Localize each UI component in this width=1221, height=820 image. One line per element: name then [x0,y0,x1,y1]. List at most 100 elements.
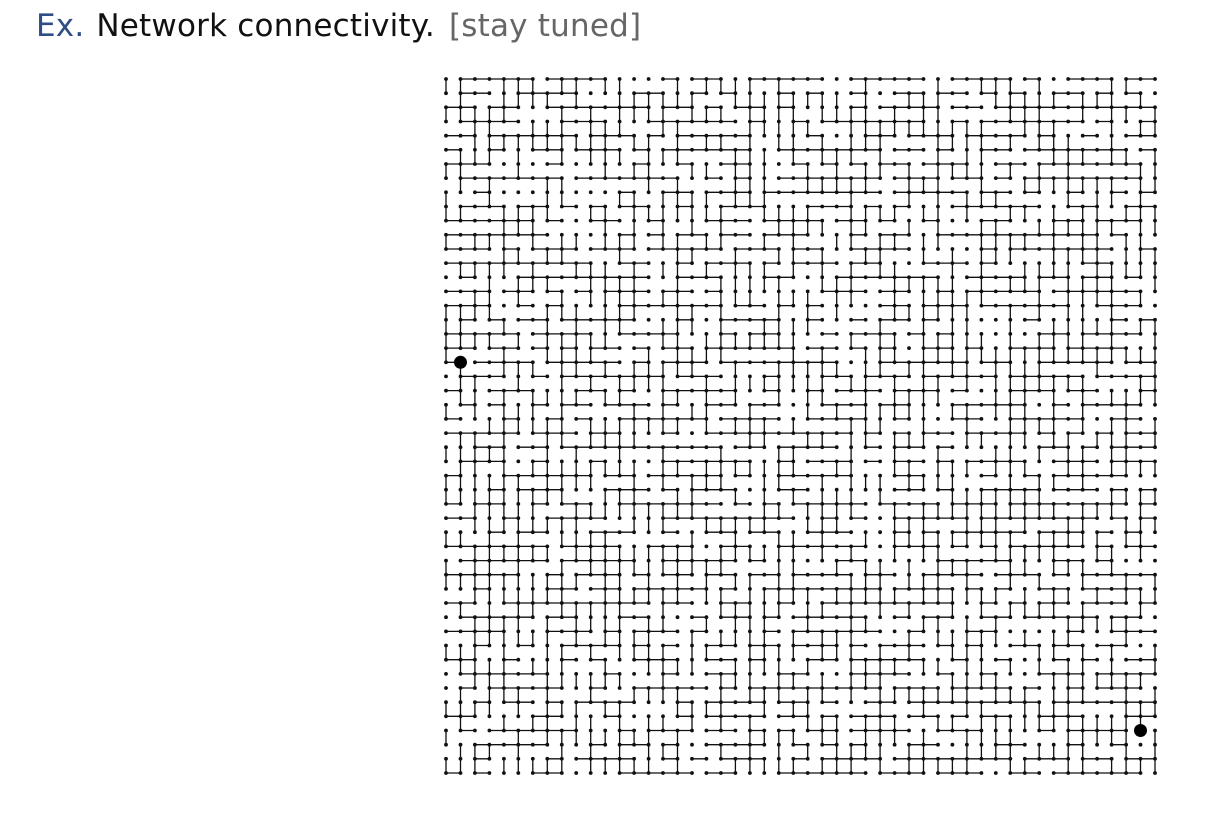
grid-node [487,105,492,110]
grid-node [921,289,926,294]
grid-node [863,417,868,421]
grid-node [516,516,521,520]
grid-node [1037,516,1042,520]
grid-node [690,133,694,138]
grid-node [473,147,477,152]
grid-node [849,119,853,124]
grid-node [458,346,463,350]
grid-node [588,261,593,265]
grid-node [849,601,853,605]
grid-node [661,742,665,747]
grid-node [892,162,897,166]
grid-node [1080,587,1085,591]
grid-node [1109,530,1114,535]
grid-node [588,742,593,747]
grid-node [1051,530,1056,535]
grid-node [473,417,477,421]
grid-node [979,204,984,209]
grid-node [762,502,767,506]
grid-node [762,615,767,620]
grid-node [805,601,810,605]
grid-node [1008,417,1013,421]
grid-node [1124,360,1128,365]
grid-node [545,530,550,535]
grid-node [950,346,955,350]
grid-node [603,431,608,435]
grid-node [603,558,608,563]
grid-node [921,388,926,393]
grid-node [545,105,550,110]
grid-node [632,657,636,662]
grid-node [704,657,709,662]
grid-node [632,77,636,81]
grid-node [574,700,579,705]
grid-node [748,218,752,223]
grid-node [1008,275,1013,280]
grid-node [849,657,853,662]
grid-node [530,629,535,634]
grid-node [1138,643,1143,648]
grid-node [1109,232,1114,237]
grid-node [776,402,781,407]
grid-node [458,147,463,152]
grid-node [791,756,796,761]
grid-node [458,303,463,308]
grid-node [748,402,752,407]
grid-node [646,147,651,152]
grid-node [1109,643,1114,648]
grid-node [936,714,940,719]
grid-node [936,147,940,152]
grid-node [733,374,738,379]
grid-node [545,374,550,379]
grid-node [502,473,506,478]
grid-node [487,530,492,535]
grid-node [849,686,853,690]
grid-node [1138,402,1143,407]
grid-node [1022,402,1027,407]
grid-node [502,218,506,223]
grid-node [863,176,868,181]
grid-node [574,289,579,294]
grid-node [530,459,535,464]
grid-node [603,360,608,365]
grid-node [950,672,955,676]
grid-node [936,771,940,775]
grid-node [820,176,825,181]
grid-node [675,119,680,124]
grid-node [834,147,839,152]
grid-node [719,643,723,648]
grid-node [458,771,463,775]
grid-node [704,360,709,365]
grid-node [1066,686,1071,690]
grid-node [603,629,608,634]
grid-node [487,587,492,591]
grid-node [776,317,781,322]
grid-node [690,317,694,322]
grid-node [1153,289,1157,294]
grid-node [1095,317,1099,322]
grid-node [834,133,839,138]
grid-node [892,261,897,265]
grid-node [1051,672,1056,676]
grid-node [530,530,535,535]
grid-node [820,332,825,336]
grid-node [878,346,882,350]
grid-node [632,431,636,435]
grid-node [675,473,680,478]
grid-node [690,487,694,492]
grid-node [661,317,665,322]
grid-node [1037,728,1042,733]
grid-node [1008,346,1013,350]
grid-node [979,261,984,265]
grid-node [892,431,897,435]
grid-node [878,700,882,705]
grid-node [849,516,853,520]
grid-node [936,162,940,166]
slide-title: Network connectivity. [96,8,435,44]
grid-node [545,686,550,690]
grid-node [516,728,521,733]
grid-node [1022,445,1027,450]
grid-node [632,360,636,365]
grid-node [719,303,723,308]
grid-node [921,502,926,506]
